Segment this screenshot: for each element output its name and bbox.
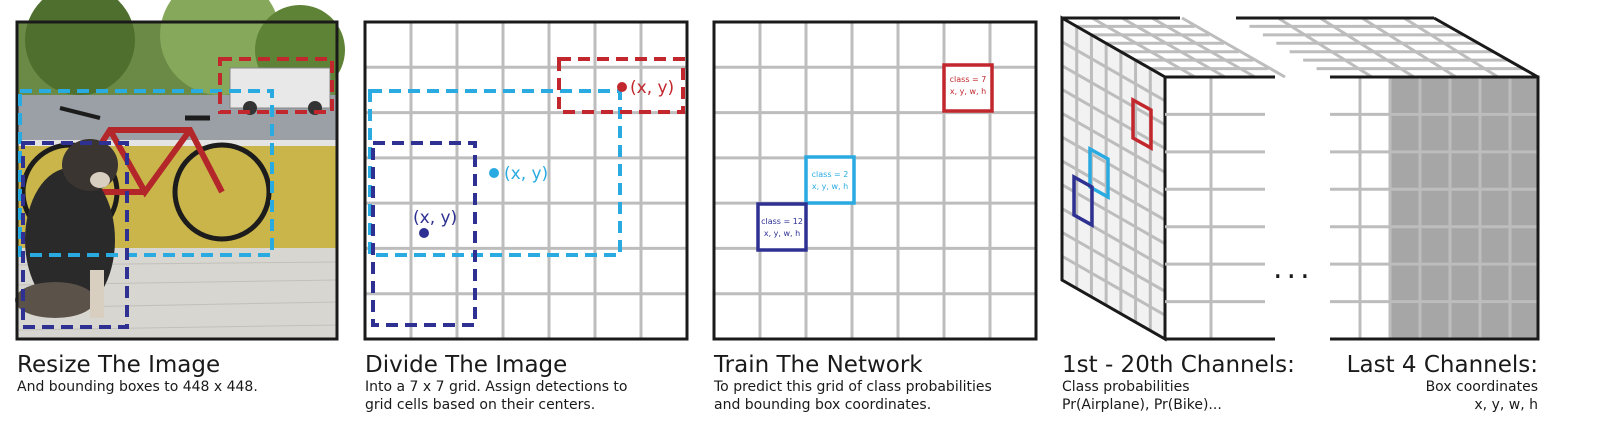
box-channels-front-face	[1330, 75, 1540, 341]
class-channels-front-face	[1165, 75, 1275, 341]
photo-frame	[15, 20, 339, 341]
class-channel-darkblue-cell	[1072, 174, 1094, 228]
caption-title: Train The Network	[714, 352, 923, 378]
truck-box-on-grid	[557, 57, 685, 114]
class-2-coords: x, y, w, h	[812, 182, 848, 191]
grid-line	[1061, 183, 1166, 246]
grid-line	[1061, 40, 1166, 103]
class-2-cell	[804, 155, 856, 205]
grid-line	[1061, 111, 1166, 174]
caption-line: Pr(Airplane), Pr(Bike)...	[1062, 397, 1222, 413]
photo-tree	[25, 0, 135, 95]
caption-line: and bounding box coordinates.	[714, 397, 932, 413]
tensor-panel: ...	[1060, 15, 1540, 342]
network-frame	[712, 20, 1038, 341]
divide-grid	[365, 22, 687, 339]
grid-line	[1061, 88, 1166, 150]
class-channel-red-cell	[1131, 97, 1153, 151]
box-channels-shaded	[1390, 77, 1538, 339]
bicycle-bounding-box	[18, 89, 274, 257]
class-2-label: class = 2	[812, 170, 849, 179]
grid-line	[1061, 231, 1166, 293]
class-7-coords: x, y, w, h	[950, 87, 986, 96]
grid-line	[1151, 16, 1256, 79]
caption-title: Last 4 Channels:	[1346, 352, 1538, 378]
grid-background	[365, 22, 687, 339]
caption-line: And bounding boxes to 448 x 448.	[17, 379, 258, 395]
class-channel-lightblue-cell	[1088, 146, 1110, 200]
caption-resize: Resize The Image And bounding boxes to 4…	[17, 352, 258, 396]
network-panel: class = 7 x, y, w, h class = 2 x, y, w, …	[712, 20, 1038, 341]
grid-line	[1403, 16, 1499, 79]
caption-line: x, y, w, h	[1474, 397, 1538, 413]
photo-panel	[15, 0, 345, 341]
caption-line: Class probabilities	[1062, 379, 1190, 395]
truck-center-label: (x, y)	[630, 78, 674, 98]
grid-line	[1061, 135, 1166, 198]
dog-center-dot	[419, 228, 429, 238]
caption-box-channels: Last 4 Channels: Box coordinates x, y, w…	[1330, 352, 1538, 414]
caption-line: Box coordinates	[1425, 379, 1538, 395]
grid-line	[1091, 16, 1196, 79]
class-12-label: class = 12	[761, 217, 803, 226]
bicycle-center-dot	[489, 168, 499, 178]
caption-line: To predict this grid of class probabilit…	[714, 379, 992, 395]
box-channels-top-face	[1236, 16, 1539, 79]
class-7-label: class = 7	[950, 75, 987, 84]
bicycle-center-label: (x, y)	[504, 164, 548, 184]
divide-panel: (x, y) (x, y) (x, y)	[363, 20, 689, 341]
caption-line: grid cells based on their centers.	[365, 397, 596, 413]
channel-ellipsis: ...	[1273, 251, 1314, 286]
grid-line	[1061, 64, 1166, 126]
dog-center-label: (x, y)	[413, 208, 457, 228]
class-12-cell	[756, 202, 808, 252]
class-7-cell	[942, 63, 994, 113]
class-12-coords: x, y, w, h	[764, 229, 800, 238]
grid-line	[1121, 16, 1226, 79]
truck-center-dot	[617, 82, 627, 92]
grid-line	[1061, 159, 1166, 222]
caption-divide: Divide The Image Into a 7 x 7 grid. Assi…	[365, 352, 628, 414]
photo-dog	[15, 139, 118, 318]
dog-box-on-grid	[371, 141, 477, 327]
bicycle-box-on-grid	[368, 89, 622, 257]
caption-train: Train The Network To predict this grid o…	[714, 352, 992, 414]
caption-title: Divide The Image	[365, 352, 568, 378]
caption-title: 1st - 20th Channels:	[1062, 352, 1295, 378]
truck-bounding-box	[218, 57, 334, 114]
divide-frame	[363, 20, 689, 341]
caption-title: Resize The Image	[17, 352, 221, 378]
caption-line: Into a 7 x 7 grid. Assign detections to	[365, 379, 628, 395]
class-channels-side-face	[1060, 15, 1167, 342]
grid-line	[1061, 254, 1166, 317]
grid-line	[1361, 16, 1457, 79]
class-channels-top-face	[1062, 16, 1286, 79]
grid-line	[1319, 16, 1415, 79]
dog-bounding-box	[21, 141, 129, 329]
grid-line	[1277, 16, 1373, 79]
caption-class-channels: 1st - 20th Channels: Class probabilities…	[1062, 352, 1295, 414]
grid-line	[1181, 16, 1286, 79]
